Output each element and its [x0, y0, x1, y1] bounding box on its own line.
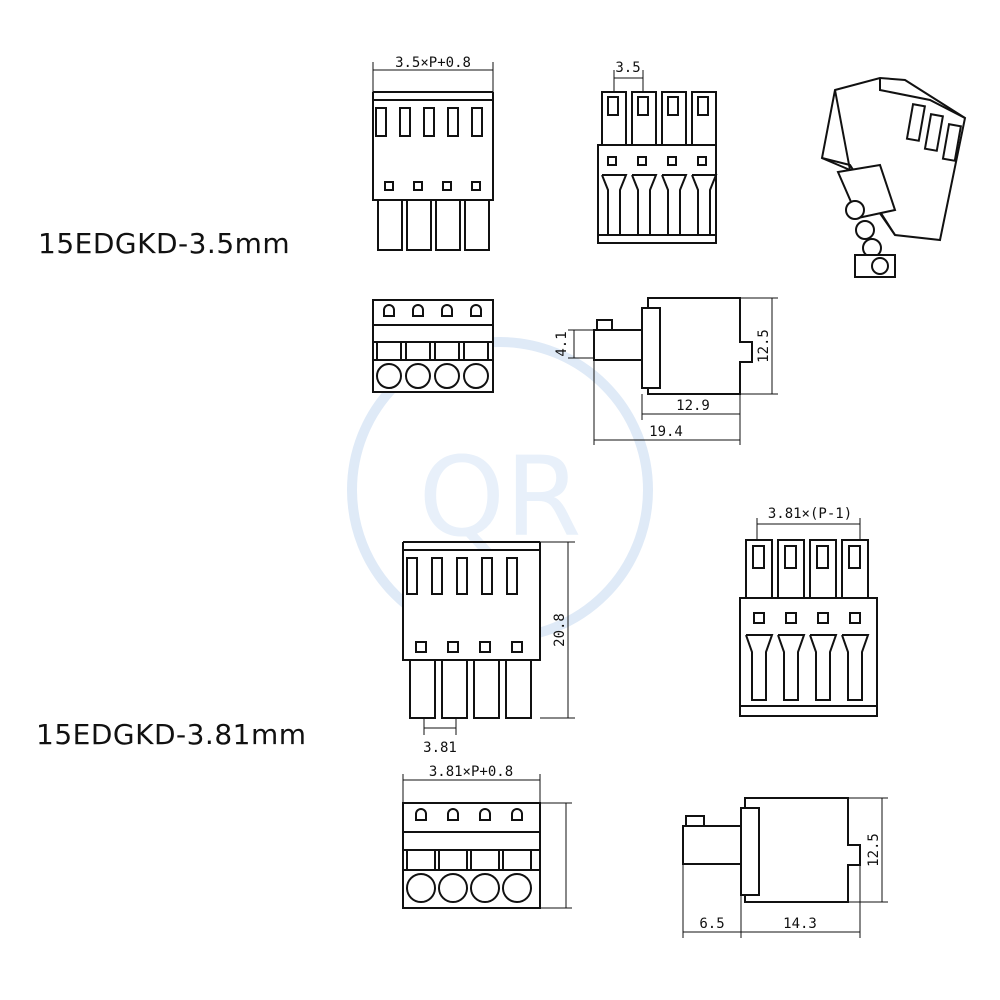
dim-side-body-35: 12.9: [676, 398, 710, 414]
dim-width-formula-35: 3.5×P+0.8: [395, 55, 471, 71]
screw-slot: [376, 341, 402, 361]
front-view-3-5mm: 3.5×P+0.8: [372, 55, 494, 251]
dim-pitch-35: 3.5: [615, 60, 640, 76]
dim-side-height-35: 12.5: [756, 329, 772, 363]
pin: [473, 659, 500, 719]
wire-entry: [777, 634, 806, 701]
screw-hole: [463, 363, 489, 389]
pin: [505, 659, 532, 719]
screw-slot: [434, 341, 460, 361]
tab-slot: [697, 96, 709, 116]
wire-entry: [841, 634, 870, 701]
screw-marker: [447, 808, 459, 821]
latch-hole: [413, 181, 423, 191]
rear-view-3-5mm: 3.5: [597, 60, 718, 244]
pin: [409, 659, 436, 719]
screw-slot: [438, 849, 468, 871]
terminal-tab: [691, 91, 717, 146]
latch-hole: [607, 156, 617, 166]
side-view-3-81mm: 12.5 6.5 14.3: [682, 797, 888, 938]
front-view-3-81mm: 20.8 3.81: [402, 541, 575, 756]
screw-slot: [405, 341, 431, 361]
latch-hole: [849, 612, 861, 624]
dim-side-left-35: 4.1: [554, 331, 570, 356]
dim-width-formula-381: 3.81×P+0.8: [429, 764, 513, 780]
slot: [471, 107, 483, 137]
model-title-3-81mm: 15EDGKD-3.81mm: [36, 718, 307, 751]
screw-marker: [479, 808, 491, 821]
slot: [423, 107, 435, 137]
tab-slot: [816, 545, 829, 569]
side-view-3-5mm: 4.1 12.5 12.9 19.4: [554, 297, 778, 445]
slot: [481, 557, 493, 595]
slot: [456, 557, 468, 595]
latch-hole: [384, 181, 394, 191]
screw-hole: [406, 873, 436, 903]
latch-hole: [817, 612, 829, 624]
screw-hole: [376, 363, 402, 389]
latch-hole: [785, 612, 797, 624]
latch-hole: [511, 641, 523, 653]
dim-pitch-formula-381: 3.81×(P-1): [768, 506, 852, 522]
dim-side-total-35: 19.4: [649, 424, 683, 440]
screw-marker: [511, 808, 523, 821]
dim-side-body-381: 14.3: [783, 916, 817, 932]
screw-marker: [470, 304, 482, 317]
screw-marker: [415, 808, 427, 821]
slot: [431, 557, 443, 595]
latch-hole: [447, 641, 459, 653]
slot: [447, 107, 459, 137]
screw-slot: [406, 849, 436, 871]
top-view-3-81mm: 3.81×P+0.8: [402, 764, 572, 909]
tab-slot: [637, 96, 649, 116]
pin: [441, 659, 468, 719]
screw-hole: [434, 363, 460, 389]
pin: [435, 199, 461, 251]
tab-slot: [848, 545, 861, 569]
pin: [406, 199, 432, 251]
screw-slot: [463, 341, 489, 361]
wire-entry: [745, 634, 774, 701]
slot: [506, 557, 518, 595]
isometric-view-3-5mm: [820, 76, 967, 278]
latch-hole: [753, 612, 765, 624]
latch-hole: [479, 641, 491, 653]
screw-hole: [502, 873, 532, 903]
screw-slot: [470, 849, 500, 871]
rear-view-3-81mm: 3.81×(P-1): [739, 506, 878, 717]
tab-slot: [752, 545, 765, 569]
pin: [464, 199, 490, 251]
model-title-3-5mm: 15EDGKD-3.5mm: [38, 227, 291, 260]
wire-entry: [809, 634, 838, 701]
screw-marker: [383, 304, 395, 317]
latch-hole: [442, 181, 452, 191]
latch-hole: [697, 156, 707, 166]
pin: [377, 199, 403, 251]
tab-slot: [667, 96, 679, 116]
tab-slot: [607, 96, 619, 116]
watermark-logo: QR: [347, 337, 653, 643]
dim-pitch-381: 3.81: [423, 740, 457, 756]
watermark-text: QR: [418, 433, 581, 561]
screw-hole: [470, 873, 500, 903]
top-view-3-5mm: [372, 299, 494, 393]
dim-side-left-381: 6.5: [699, 916, 724, 932]
screw-hole: [405, 363, 431, 389]
slot: [375, 107, 387, 137]
slot: [406, 557, 418, 595]
screw-marker: [412, 304, 424, 317]
latch-hole: [667, 156, 677, 166]
slot: [399, 107, 411, 137]
dim-height-381: 20.8: [552, 613, 568, 647]
latch-hole: [415, 641, 427, 653]
screw-marker: [441, 304, 453, 317]
screw-slot: [502, 849, 532, 871]
latch-hole: [471, 181, 481, 191]
tab-slot: [784, 545, 797, 569]
screw-hole: [438, 873, 468, 903]
dim-side-height-381: 12.5: [866, 833, 882, 867]
latch-hole: [637, 156, 647, 166]
